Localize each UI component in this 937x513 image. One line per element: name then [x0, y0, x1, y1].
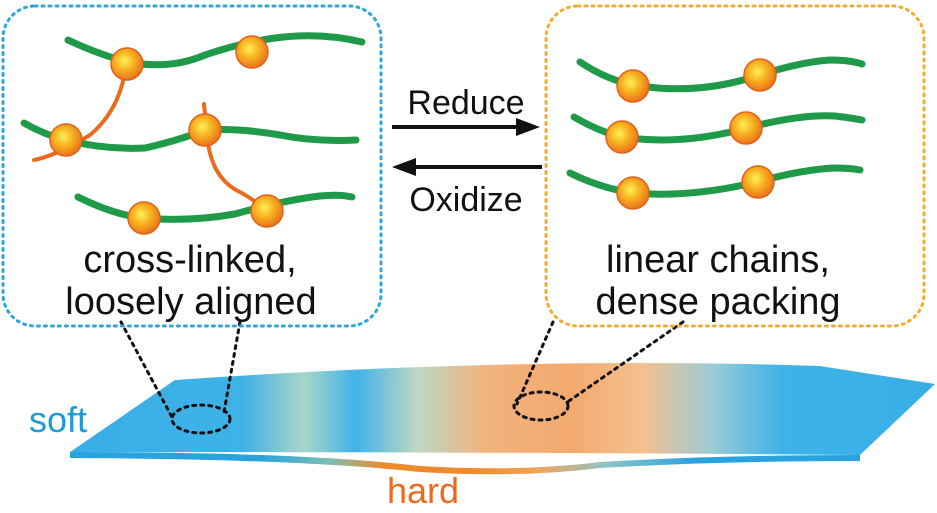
left-node	[235, 35, 269, 69]
right-node	[616, 176, 650, 210]
left-node	[250, 194, 284, 228]
right-node	[729, 111, 763, 145]
right-caption-line1: linear chains,	[606, 239, 830, 281]
right-node	[743, 58, 777, 92]
left-zoom-line-b	[222, 320, 242, 414]
right-node	[605, 120, 639, 154]
left-crosslink-1	[32, 64, 128, 162]
right-zoom-line-b	[564, 320, 685, 405]
reduce-arrowhead	[516, 118, 540, 136]
reaction-arrows: Reduce Oxidize	[392, 84, 542, 219]
film-top-surface	[70, 363, 935, 455]
left-node	[188, 113, 222, 147]
right-panel-nodes	[605, 58, 777, 210]
right-zoom-line-a	[515, 320, 555, 406]
soft-label: soft	[29, 399, 87, 440]
left-node	[49, 123, 83, 157]
reduce-label: Reduce	[407, 84, 524, 122]
right-chain-3	[566, 164, 864, 198]
left-panel-nodes	[49, 35, 284, 235]
right-node	[616, 69, 650, 103]
left-chain-3	[74, 191, 356, 223]
zoom-callouts	[119, 320, 685, 435]
left-caption-line2: loosely aligned	[65, 281, 316, 323]
right-zoom-ellipse	[512, 390, 570, 422]
right-panel-border	[544, 4, 926, 328]
oxidize-label: Oxidize	[409, 181, 522, 219]
left-caption-line1: cross-linked,	[83, 239, 296, 281]
left-zoom-line-a	[119, 320, 175, 421]
oxidize-arrowhead	[392, 158, 416, 176]
hard-label: hard	[387, 470, 459, 508]
left-node	[127, 201, 161, 235]
left-node	[110, 47, 144, 81]
left-panel-border	[1, 4, 383, 328]
film	[70, 363, 935, 475]
film-front-edge	[70, 452, 860, 475]
left-zoom-ellipse	[170, 403, 232, 435]
right-node	[741, 165, 775, 199]
right-caption-line2: dense packing	[595, 281, 840, 323]
